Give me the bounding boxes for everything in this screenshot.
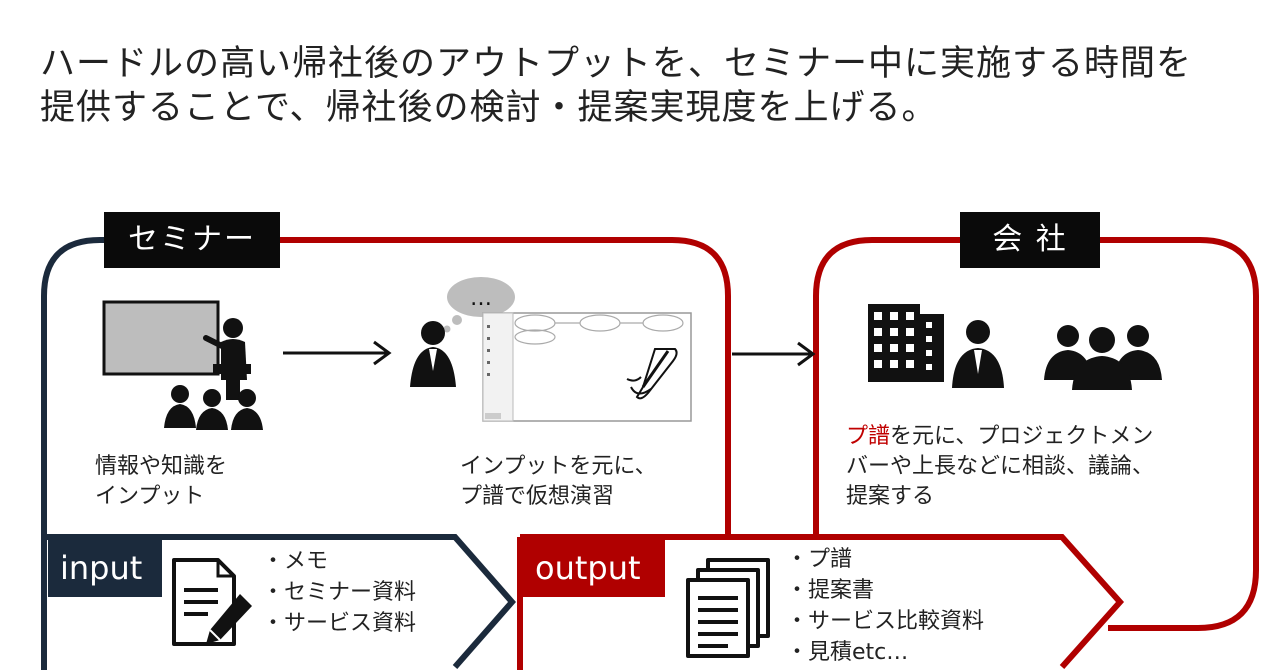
step1-label-line2: インプット <box>95 484 205 509</box>
company-tag: 会 社 <box>960 212 1100 268</box>
arrow-1 <box>283 340 392 366</box>
arrow-2 <box>732 341 816 367</box>
company-frame <box>813 237 1259 631</box>
input-label: input <box>48 539 162 597</box>
seminar-tag: セミナー <box>104 212 280 268</box>
step2-label-line1: インプットを元に、 <box>460 454 657 479</box>
step3-label-line3: 提案する <box>846 484 935 509</box>
input-arrow-box <box>44 534 516 669</box>
output-item: 見積etc… <box>786 637 984 668</box>
step1-label: 情報や知識を インプット <box>95 452 227 512</box>
step3-label-line1: プ譜を元に、プロジェクトメン <box>846 422 1154 452</box>
step3-line1-rest: を元に、プロジェクトメン <box>890 424 1154 449</box>
heading-line-2: 提供することで、帰社後の検討・提案実現度を上げる。 <box>40 88 938 128</box>
building-icon <box>868 304 944 382</box>
step3-highlight: プ譜 <box>846 424 891 449</box>
input-item: メモ <box>262 546 416 577</box>
output-item: プ譜 <box>786 544 984 575</box>
thought-bubble-text: … <box>470 286 492 311</box>
output-arrow-box <box>520 534 1125 669</box>
output-item: サービス比較資料 <box>786 606 984 637</box>
seminar-frame-right <box>280 237 731 540</box>
seminar-frame-left <box>41 237 110 670</box>
step3-label-line2: バーや上長などに相談、議論、 <box>846 454 1155 479</box>
input-items: メモ セミナー資料 サービス資料 <box>262 546 416 639</box>
document-pen-icon <box>172 558 252 646</box>
heading-line-1: ハードルの高い帰社後のアウトプットを、セミナー中に実施する時間を <box>40 44 1193 84</box>
businessman-icon <box>952 320 1004 388</box>
presenter-audience-icon <box>102 300 263 430</box>
input-item: セミナー資料 <box>262 577 416 608</box>
document-stack-icon <box>686 558 770 658</box>
input-item: サービス資料 <box>262 608 416 639</box>
step2-label-line2: プ譜で仮想演習 <box>460 484 615 509</box>
step2-label: インプットを元に、 プ譜で仮想演習 <box>460 452 657 512</box>
output-label: output <box>523 539 665 597</box>
output-item: 提案書 <box>786 575 984 606</box>
group-icon <box>1044 325 1162 390</box>
thinking-person-board-icon: … <box>410 277 692 422</box>
step1-label-line1: 情報や知識を <box>95 454 228 479</box>
step3-label: プ譜を元に、プロジェクトメン バーや上長などに相談、議論、 提案する <box>846 422 1154 512</box>
heading: ハードルの高い帰社後のアウトプットを、セミナー中に実施する時間を 提供することで… <box>40 42 1260 130</box>
output-items: プ譜 提案書 サービス比較資料 見積etc… <box>786 544 984 668</box>
